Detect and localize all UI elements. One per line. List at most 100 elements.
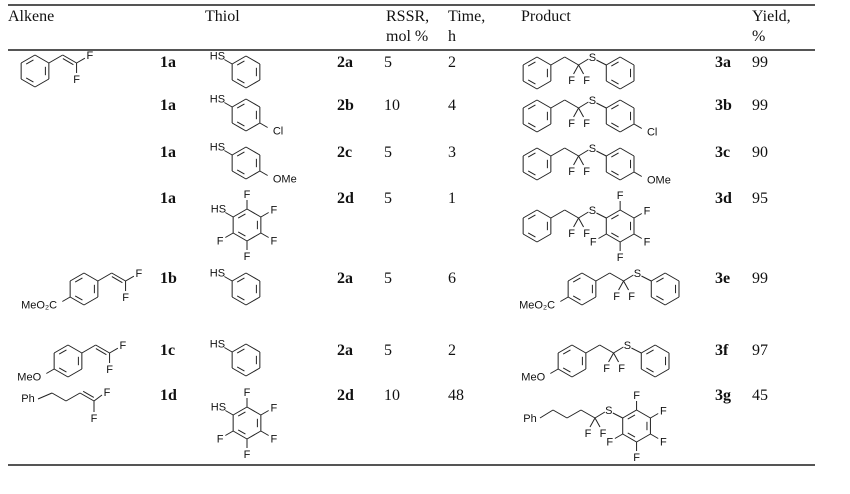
bond	[34, 78, 50, 88]
bond	[245, 343, 261, 353]
bond	[245, 146, 261, 156]
header-yield-unit: %	[752, 28, 766, 45]
bond	[636, 409, 651, 419]
bond	[237, 429, 246, 435]
bond	[581, 272, 597, 282]
bond	[566, 409, 582, 419]
bond	[550, 147, 565, 157]
reaction-time: 2	[448, 54, 456, 71]
bond	[97, 272, 112, 282]
bond	[62, 58, 74, 66]
atom-label: F	[568, 75, 575, 87]
bond	[656, 277, 664, 283]
bond	[231, 79, 247, 89]
bond	[573, 64, 580, 75]
rssr-loading: 5	[384, 270, 392, 287]
bond	[606, 56, 621, 66]
thiol-id: 2a	[337, 54, 353, 71]
atom-label: F	[600, 428, 607, 440]
bond	[564, 99, 579, 109]
bond	[606, 80, 621, 90]
bond	[527, 104, 536, 110]
atom-label: F	[122, 292, 129, 304]
bond	[224, 59, 233, 65]
atom-label: F	[606, 437, 613, 449]
bond	[232, 232, 248, 242]
bond	[656, 295, 664, 301]
yield-value: 99	[752, 97, 768, 114]
atom-label: F	[613, 291, 620, 303]
bond	[527, 122, 536, 128]
bond	[259, 122, 268, 128]
atom-label: F	[633, 390, 640, 402]
bond	[614, 433, 623, 439]
atom-label: F	[603, 363, 610, 375]
bond	[46, 368, 55, 374]
bond	[623, 280, 630, 291]
bond	[664, 296, 680, 306]
table-header-rule	[8, 49, 815, 51]
bond	[245, 55, 261, 65]
alkene-id: 1a	[160, 144, 176, 161]
bond	[641, 344, 656, 354]
bond	[236, 348, 245, 354]
alkene-id: 1a	[160, 97, 176, 114]
alkene-id: 1d	[160, 387, 177, 404]
bond	[536, 233, 552, 243]
bond	[109, 347, 119, 354]
bond	[245, 170, 261, 180]
bond	[522, 123, 538, 133]
rssr-loading: 10	[384, 387, 400, 404]
bond	[550, 209, 565, 219]
alkene-id: 1a	[160, 190, 176, 207]
bond	[82, 390, 95, 398]
bond	[95, 344, 110, 354]
atom-label: F	[618, 363, 625, 375]
bond	[536, 209, 552, 219]
bond	[224, 102, 233, 108]
atom-label: F	[628, 291, 635, 303]
reaction-time: 1	[448, 190, 456, 207]
bond	[557, 344, 573, 354]
atom-label: S	[589, 95, 596, 107]
bond	[522, 99, 538, 109]
rssr-loading: 5	[384, 342, 392, 359]
bond	[224, 276, 233, 282]
bond	[646, 367, 654, 373]
bond	[69, 272, 85, 282]
bond	[231, 55, 247, 65]
atom-label: F	[270, 236, 277, 248]
bond	[578, 101, 589, 109]
bond	[83, 296, 99, 306]
rssr-loading: 10	[384, 97, 400, 114]
bond	[67, 344, 83, 354]
bond	[34, 54, 50, 64]
atom-label: F	[568, 118, 575, 130]
product-id: 3b	[715, 97, 732, 114]
bond	[571, 368, 587, 378]
bond	[237, 213, 246, 219]
bond	[611, 79, 619, 85]
product-id: 3e	[715, 270, 731, 287]
bond	[585, 344, 600, 354]
atom-label: Ph	[523, 413, 536, 425]
atom-label: S	[589, 205, 596, 217]
bond	[65, 392, 81, 402]
structure-thiol-2a-row6: HS	[210, 339, 261, 377]
bond	[236, 366, 245, 372]
thiol-id: 2b	[337, 97, 354, 114]
bond	[232, 430, 248, 440]
rssr-loading: 5	[384, 190, 392, 207]
bond	[654, 368, 670, 378]
bond	[560, 296, 569, 302]
atom-label: F	[244, 387, 251, 399]
bond	[606, 233, 621, 243]
bond	[231, 170, 247, 180]
bond	[260, 410, 269, 416]
bond	[650, 433, 659, 439]
bond	[606, 147, 621, 157]
bond	[236, 277, 245, 283]
bond	[231, 122, 247, 132]
